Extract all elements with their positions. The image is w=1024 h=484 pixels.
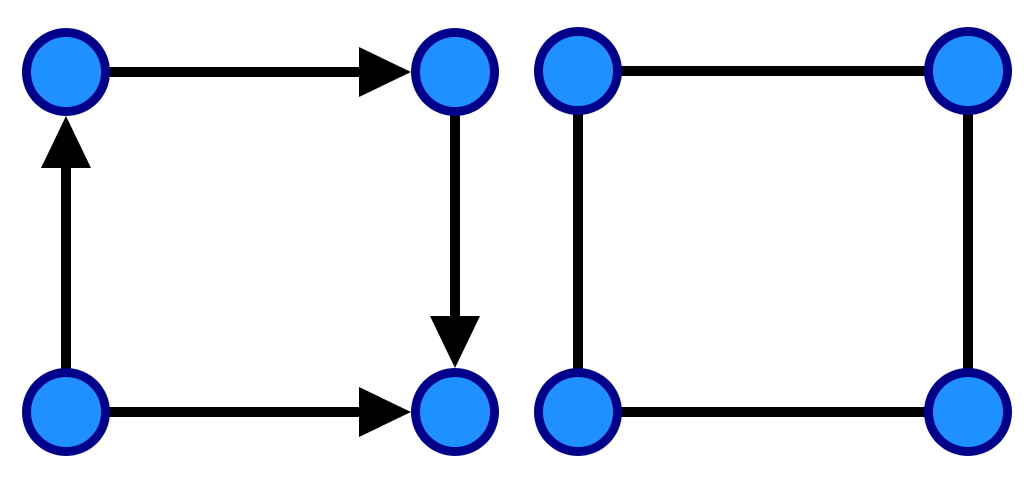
graph-node-bottom-right xyxy=(924,368,1012,456)
arrowhead-top-right-to-bottom-right xyxy=(430,316,480,368)
graph-node-top-right xyxy=(411,28,499,116)
arrowhead-top-left-to-top-right xyxy=(359,47,411,97)
undirected-square-graph xyxy=(534,27,1012,456)
directed-square-graph xyxy=(22,28,499,456)
graph-node-bottom-left xyxy=(534,368,622,456)
graph-node-top-right xyxy=(924,27,1012,115)
graph-node-bottom-left xyxy=(22,368,110,456)
arrowhead-bottom-left-to-bottom-right xyxy=(359,387,411,437)
arrowhead-bottom-left-to-top-left xyxy=(41,116,91,168)
graph-node-top-left xyxy=(22,28,110,116)
graph-node-bottom-right xyxy=(411,368,499,456)
graph-node-top-left xyxy=(534,27,622,115)
